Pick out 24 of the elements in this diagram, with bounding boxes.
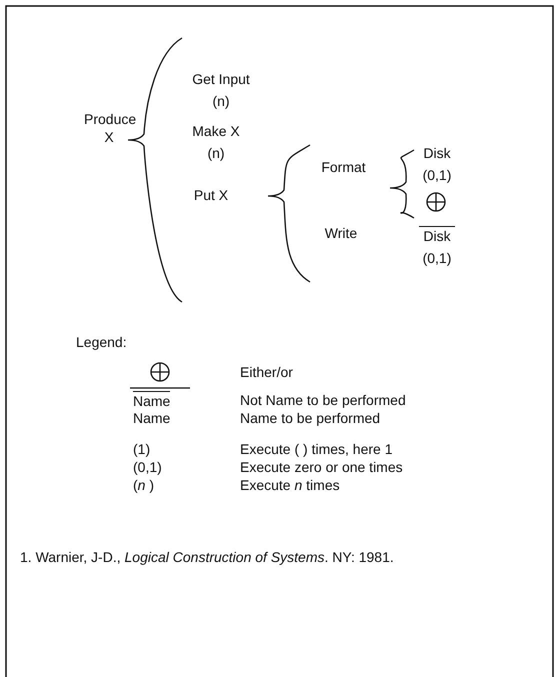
legend-symbol: Name (133, 409, 170, 427)
legend-description: Execute zero or one times (240, 458, 403, 476)
repetition-count: (0,1) (422, 166, 452, 184)
step-name: Write (324, 224, 358, 242)
legend-description: Name to be performed (240, 409, 380, 427)
step-name: Disk (419, 226, 455, 245)
step-name: Make X (191, 122, 241, 140)
step-name: Format (320, 158, 367, 176)
legend-symbol: (n ) (133, 476, 154, 494)
repetition-count: (n) (211, 92, 231, 110)
legend-description: Execute n times (240, 476, 340, 494)
repetition-count: (0,1) (422, 249, 452, 267)
legend-symbol: (0,1) (133, 458, 162, 476)
legend-heading: Legend: (76, 333, 127, 351)
repetition-count: (n) (206, 144, 226, 162)
legend-description: Either/or (240, 363, 293, 381)
step-name: Get Input (191, 70, 251, 88)
step-name: Disk (422, 144, 452, 162)
legend-symbol: (1) (133, 440, 150, 458)
step-name: Put X (192, 186, 230, 204)
step-name: Produce X (84, 110, 134, 146)
legend-description: Not Name to be performed (240, 391, 406, 409)
footnote: 1. Warnier, J-D., Logical Construction of Systems. NY: 1981. (20, 548, 394, 566)
legend-description: Execute ( ) times, here 1 (240, 440, 393, 458)
